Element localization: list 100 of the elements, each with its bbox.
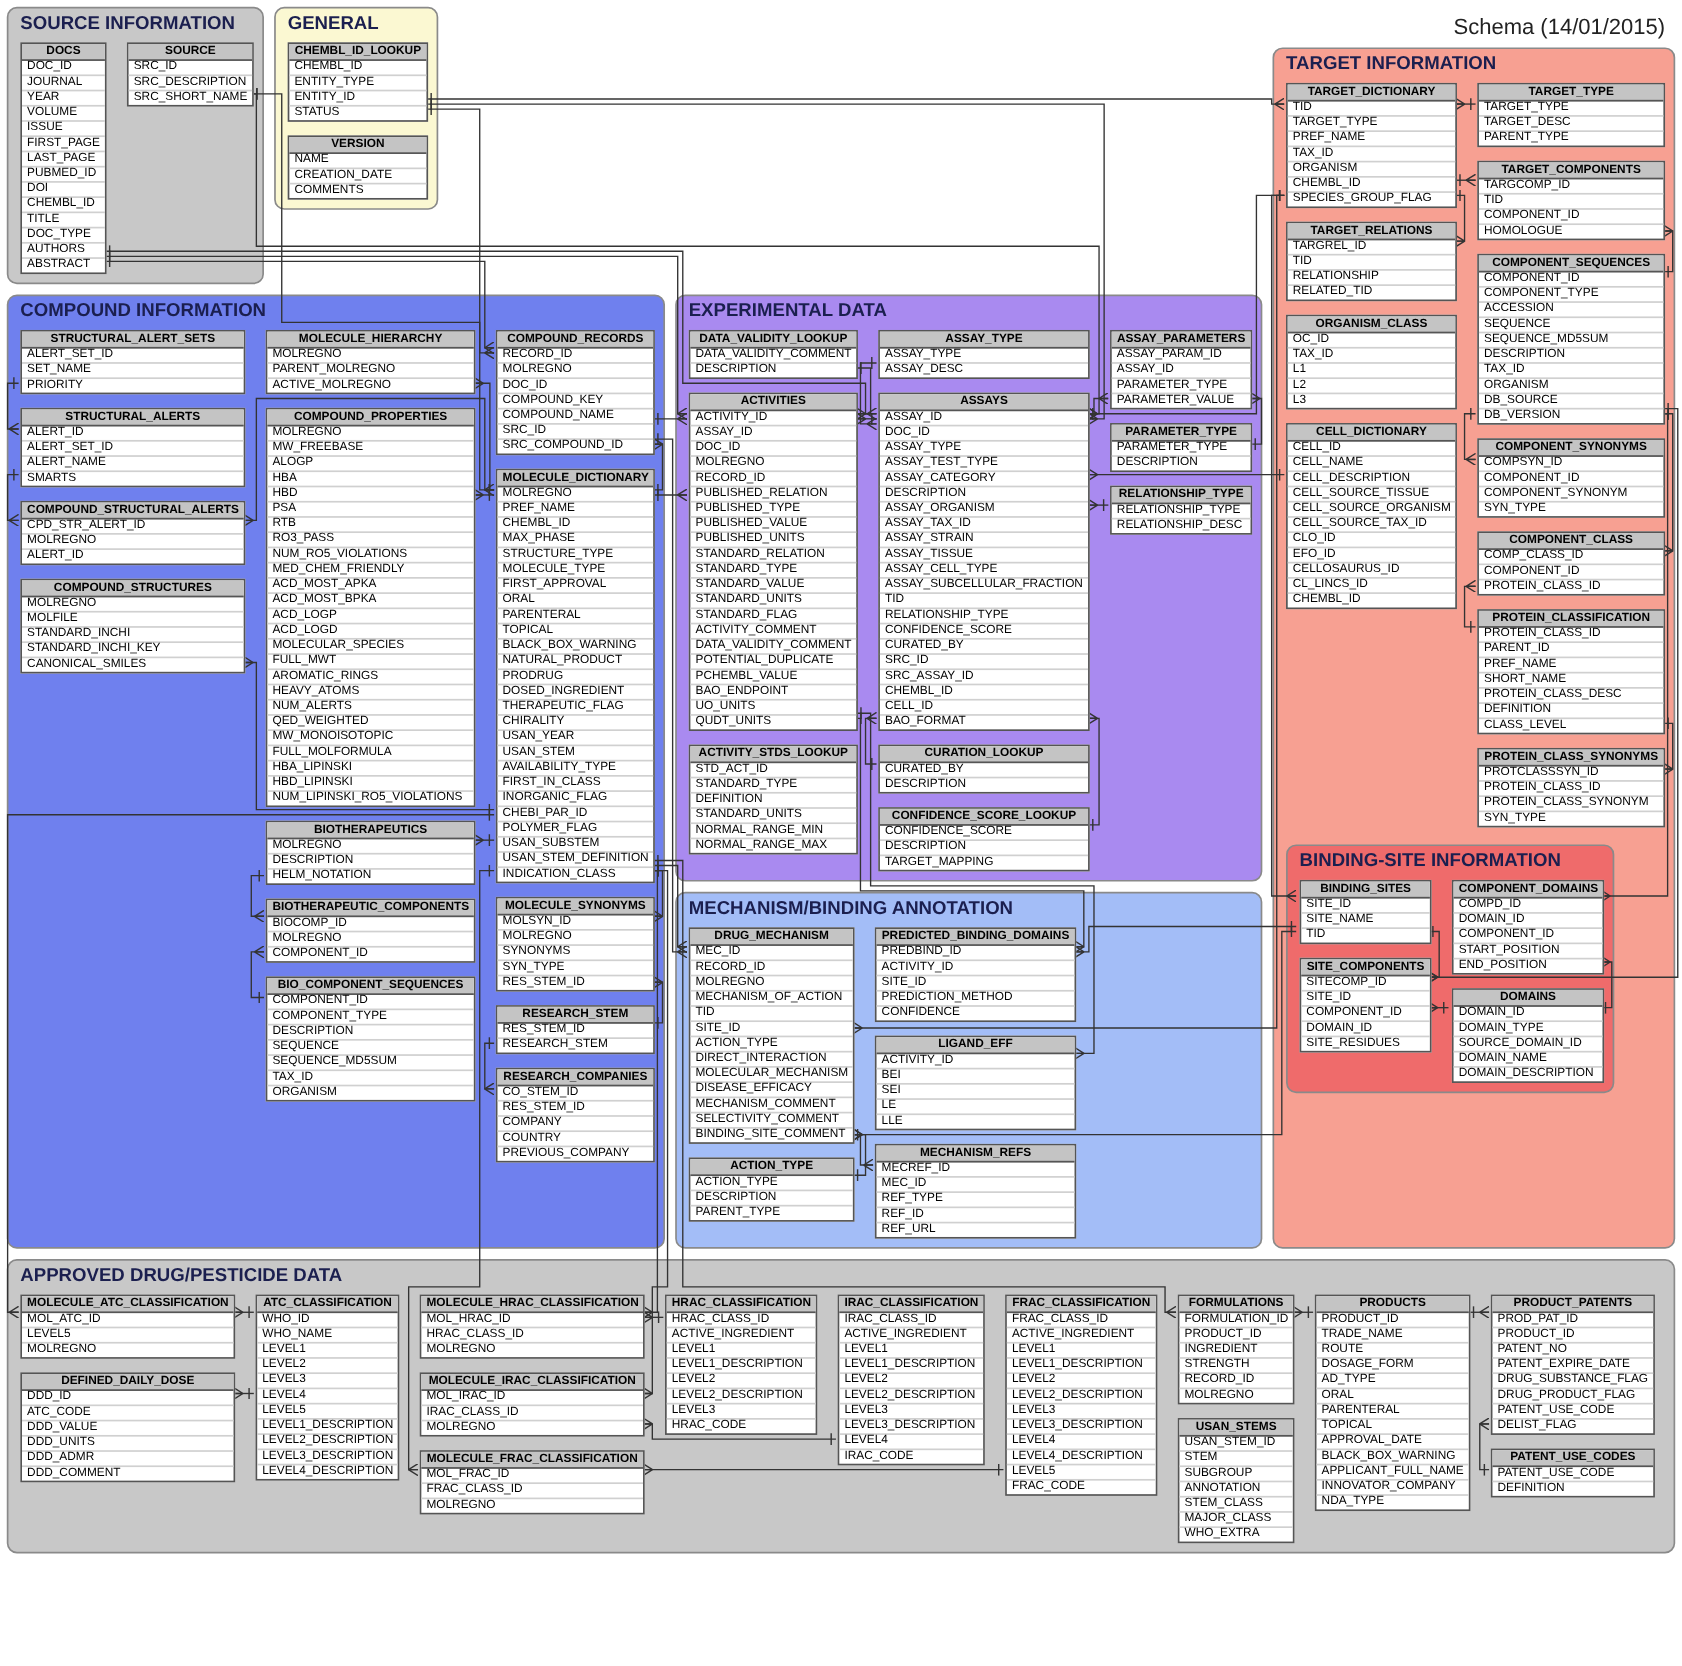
relationship-line: [642, 864, 669, 1401]
relationship-line: [1087, 468, 1285, 482]
database-table: [20, 1294, 236, 1359]
relationship-line: [652, 432, 688, 959]
database-table: [688, 1157, 855, 1222]
relationship-line: [1463, 407, 1477, 467]
database-table: [1477, 253, 1666, 425]
relationship-line: [1662, 224, 1674, 279]
database-table: [1451, 879, 1605, 975]
database-table: [1110, 485, 1253, 535]
relationship-line: [1427, 402, 1679, 984]
schema-section: [6, 294, 665, 1249]
relationship-line: [1087, 711, 1100, 832]
relationship-line: [407, 864, 495, 1477]
schema-section: [274, 6, 439, 210]
relationship-line: [652, 975, 664, 1030]
relationship-line: [855, 706, 1095, 1060]
database-table: [287, 42, 429, 122]
database-table: [1477, 82, 1666, 148]
schema-section: [675, 891, 1263, 1249]
database-table: [1110, 329, 1253, 410]
database-table: [1110, 423, 1253, 473]
database-table: [126, 42, 254, 107]
database-table: [419, 1294, 645, 1359]
database-table: [688, 927, 855, 1144]
database-table: [20, 407, 246, 488]
database-table: [1286, 221, 1457, 302]
database-table: [20, 578, 246, 674]
relationship-line: [1600, 407, 1669, 903]
relationship-line: [242, 397, 495, 527]
database-table: [874, 927, 1077, 1023]
relationship-line: [864, 711, 878, 771]
database-table: [688, 329, 858, 380]
database-table: [1286, 82, 1457, 209]
database-table: [265, 976, 476, 1102]
relationship-line: [1662, 716, 1674, 776]
database-table: [20, 500, 246, 566]
database-table: [878, 807, 1090, 872]
database-table: [1299, 957, 1432, 1053]
relationship-line: [250, 869, 265, 923]
schema-section: [6, 1258, 1676, 1554]
relationship-line: [642, 1417, 837, 1446]
database-table: [1490, 1448, 1655, 1498]
section-title: GENERAL: [287, 13, 379, 36]
relationship-line: [1270, 188, 1297, 903]
relationship-line: [6, 808, 495, 1319]
database-table: [688, 392, 858, 731]
relationship-line: [483, 1036, 495, 1096]
relationship-line: [1249, 391, 1263, 451]
database-table: [1005, 1294, 1158, 1496]
database-table: [1177, 1294, 1295, 1405]
section-title: EXPERIMENTAL DATA: [688, 301, 887, 324]
relationship-line: [1073, 919, 1297, 959]
section-title: TARGET INFORMATION: [1286, 54, 1497, 77]
relationship-line: [1600, 955, 1613, 1015]
database-table: [495, 896, 655, 992]
relationship-line: [1454, 188, 1466, 248]
relationship-line: [1454, 173, 1477, 187]
relationship-line: [250, 945, 265, 1005]
database-table: [878, 392, 1090, 731]
database-table: [495, 468, 655, 884]
section-title: MECHANISM/BINDING ANNOTATION: [688, 898, 1014, 921]
database-table: [1490, 1294, 1655, 1435]
relationship-line: [652, 853, 1177, 1319]
database-table: [1477, 438, 1666, 518]
database-table: [874, 1035, 1077, 1131]
relationship-line: [652, 488, 688, 502]
database-table: [1451, 988, 1605, 1083]
database-table: [1477, 160, 1666, 241]
relationship-line: [6, 468, 20, 527]
section-title: COMPOUND INFORMATION: [20, 301, 267, 324]
schema-section: [1272, 47, 1676, 1249]
database-table: [20, 1372, 236, 1483]
relationship-line: [6, 376, 20, 436]
database-table: [878, 329, 1090, 380]
database-table: [1177, 1418, 1295, 1544]
database-table: [255, 1294, 400, 1481]
schema-section: [6, 6, 264, 285]
relationship-line: [1087, 391, 1110, 421]
database-table: [265, 407, 476, 808]
database-table: [265, 820, 476, 885]
relationship-line: [642, 1310, 664, 1324]
schema-section: [675, 294, 1263, 882]
relationship-line: [425, 102, 495, 497]
relationship-line: [1463, 579, 1477, 634]
database-table: [495, 1067, 655, 1163]
database-table: [495, 329, 655, 456]
relationship-line: [855, 361, 872, 421]
database-table: [1477, 747, 1666, 828]
relationship-line: [1087, 498, 1110, 512]
relationship-line: [1662, 407, 1674, 558]
database-table: [1299, 879, 1432, 945]
section-title: APPROVED DRUG/PESTICIDE DATA: [20, 1265, 343, 1288]
database-table: [20, 42, 107, 275]
database-table: [874, 1143, 1077, 1239]
database-table: [1477, 531, 1666, 596]
relationship-line: [425, 97, 1105, 426]
relationship-line: [1454, 97, 1477, 111]
relationship-line: [852, 1127, 874, 1172]
database-table: [837, 1294, 985, 1466]
